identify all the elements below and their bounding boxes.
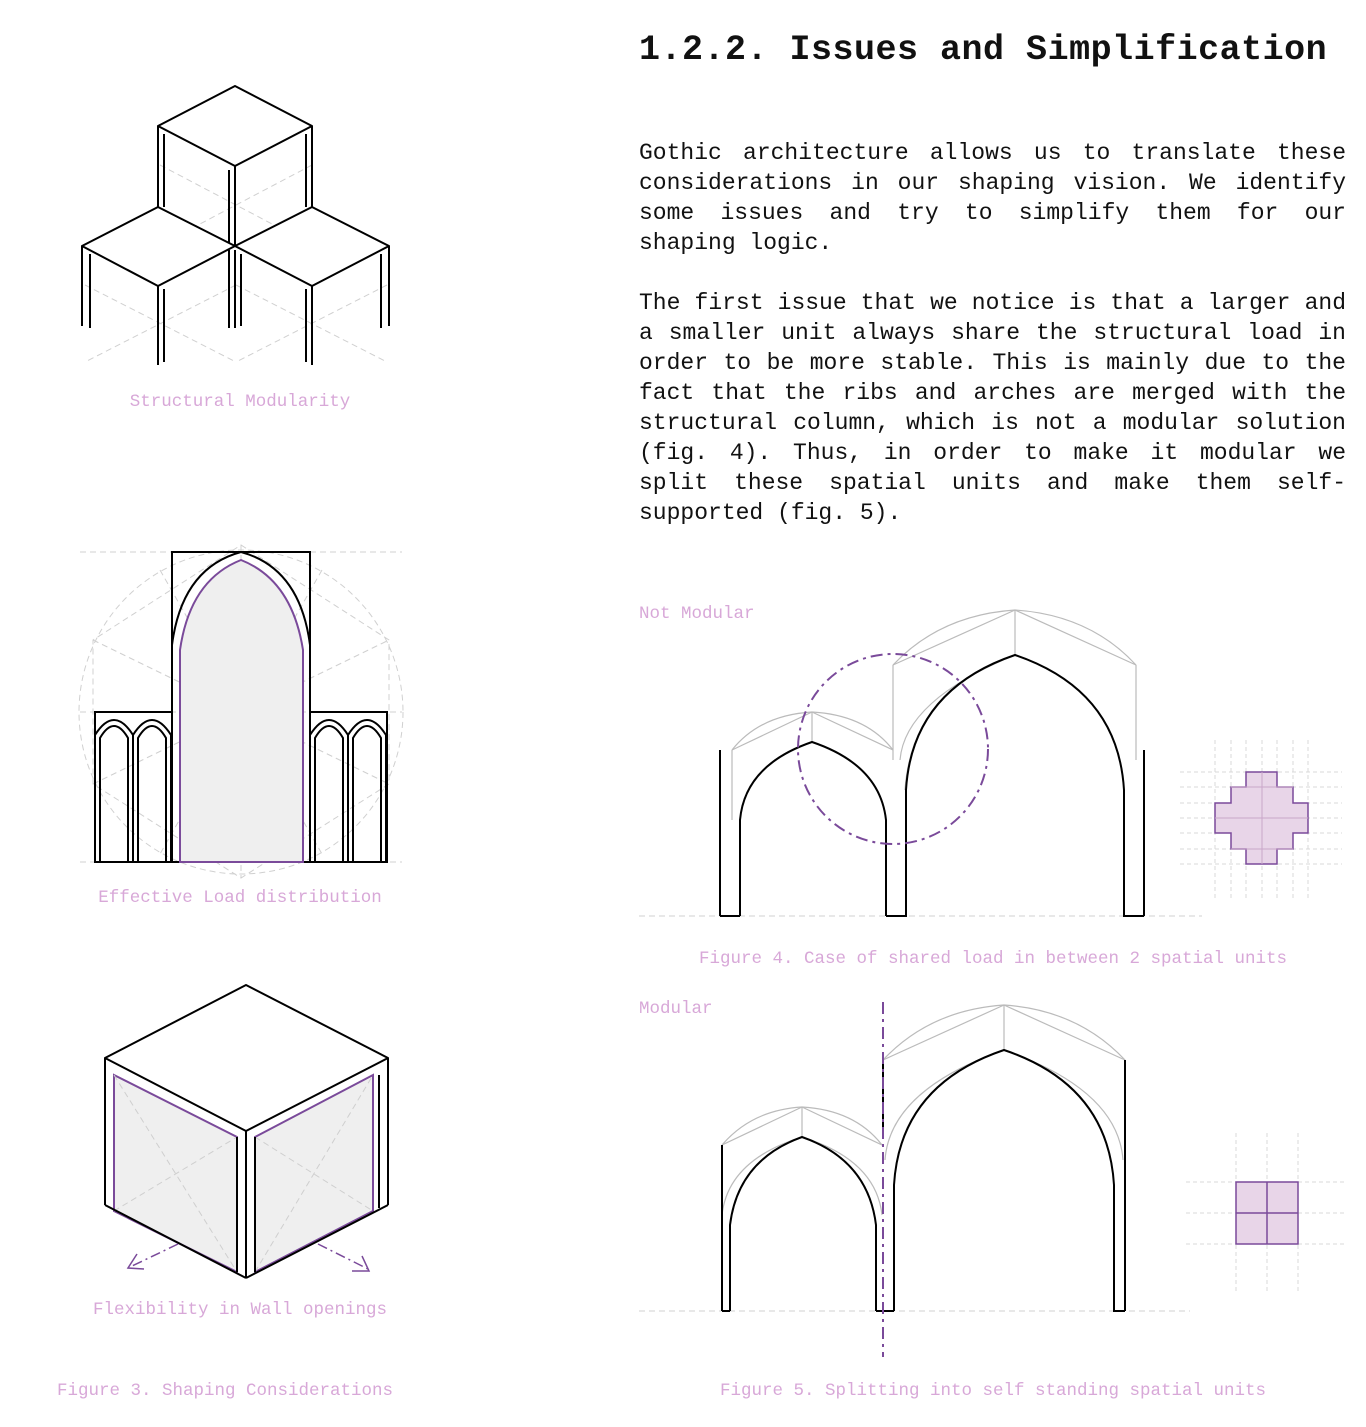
figure-5-label: Modular — [639, 999, 713, 1019]
figure-4-caption: Figure 4. Case of shared load in between… — [698, 949, 1288, 969]
figure-5-caption: Figure 5. Splitting into self standing s… — [719, 1381, 1267, 1401]
caption-structural-modularity: Structural Modularity — [129, 392, 351, 412]
page-title: 1.2.2. Issues and Simplification — [639, 30, 1328, 70]
caption-wall-openings: Flexibility in Wall openings — [92, 1300, 388, 1320]
figure-3-caption: Figure 3. Shaping Considerations — [56, 1381, 394, 1401]
caption-load-distribution: Effective Load distribution — [98, 888, 382, 908]
paragraph-intro: Gothic architecture allows us to transla… — [639, 140, 1346, 256]
paragraph-issue: The first issue that we notice is that a… — [639, 290, 1346, 526]
figure-4-label: Not Modular — [639, 604, 755, 624]
